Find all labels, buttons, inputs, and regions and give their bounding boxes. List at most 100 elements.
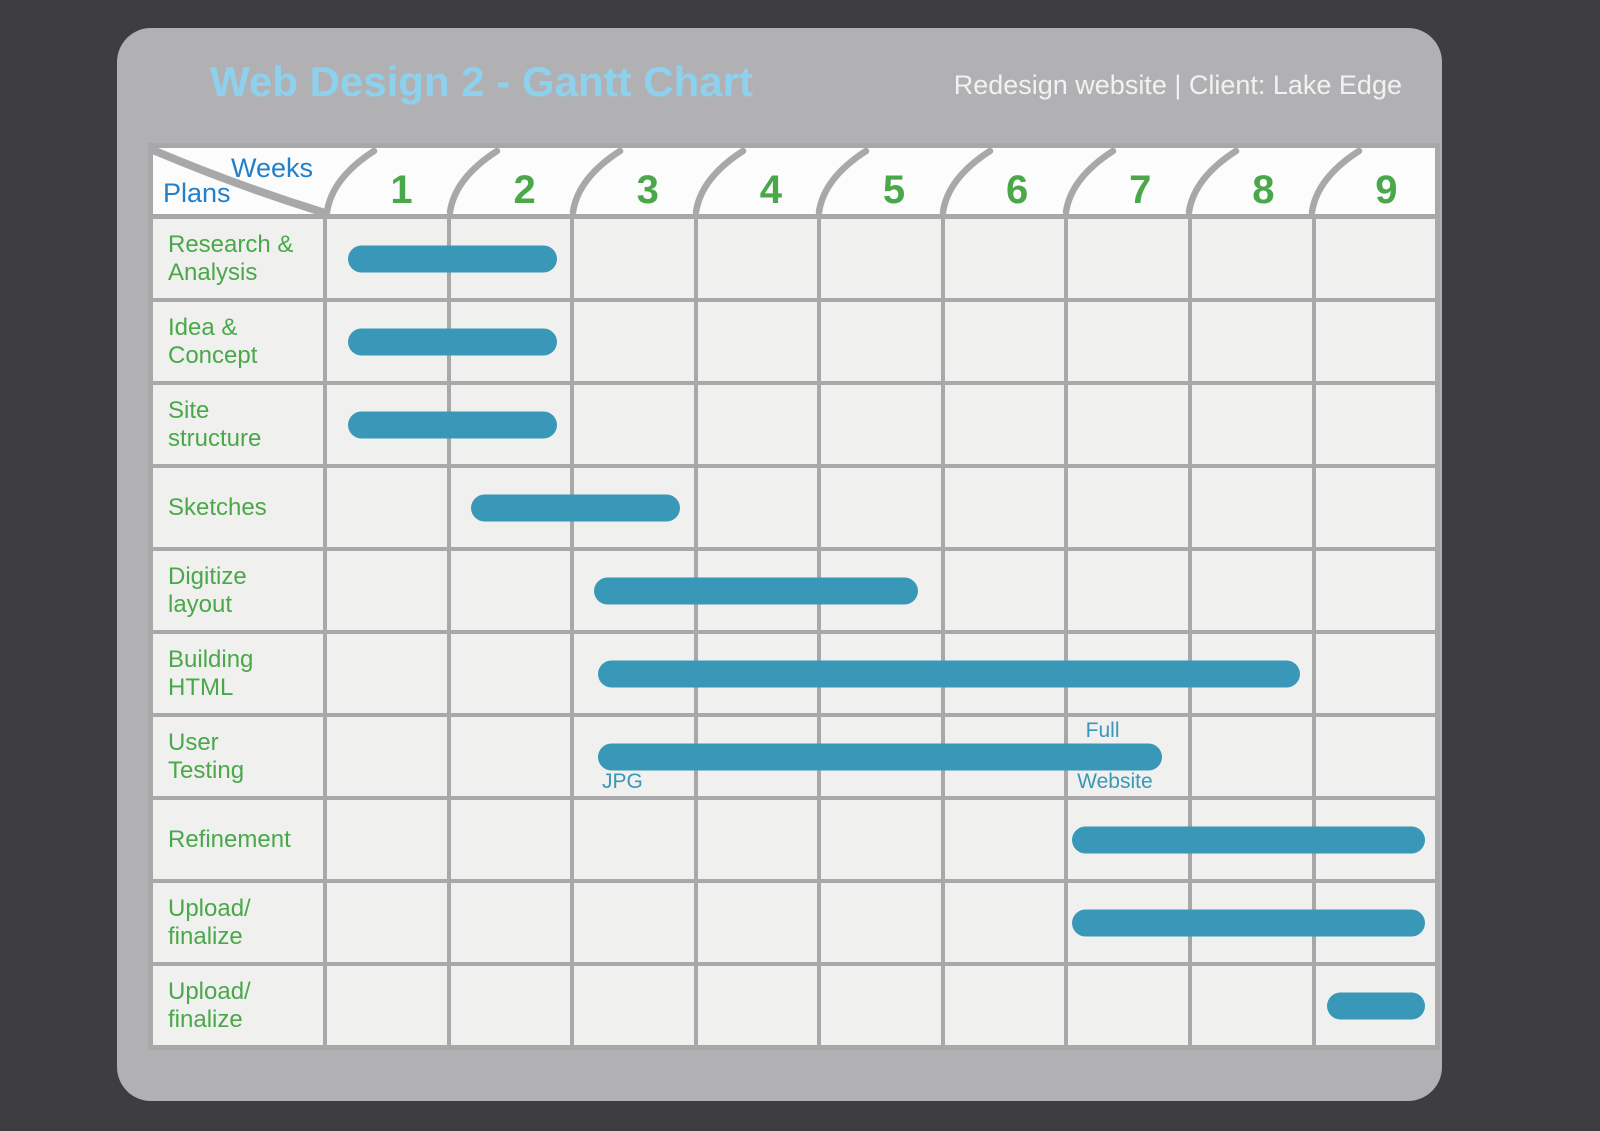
week-cell — [697, 385, 818, 464]
week-cell — [1315, 302, 1436, 381]
week-number: 3 — [636, 168, 659, 212]
week-cell — [574, 800, 694, 879]
week-cell — [1191, 717, 1312, 796]
week-header-cell: 7 — [1062, 147, 1189, 216]
week-cell — [1315, 966, 1436, 1045]
week-cell — [1191, 551, 1312, 630]
week-cell — [327, 219, 447, 298]
week-cell — [1068, 800, 1188, 879]
week-cell — [697, 219, 818, 298]
week-cell — [697, 800, 818, 879]
week-cell — [1191, 302, 1312, 381]
task-row: Idea & Concept — [153, 302, 1436, 381]
week-number: 1 — [390, 168, 413, 212]
week-cell — [1315, 634, 1436, 713]
week-cell — [944, 883, 1065, 962]
task-label: Upload/ finalize — [153, 966, 323, 1045]
week-cell — [327, 883, 447, 962]
week-cell — [574, 966, 694, 1045]
week-cell — [574, 385, 694, 464]
week-cell — [697, 468, 818, 547]
week-separator-curve — [446, 147, 501, 216]
week-cell — [821, 219, 941, 298]
week-separator-curve — [1062, 147, 1116, 216]
week-cell — [697, 717, 818, 796]
task-label: User Testing — [153, 717, 323, 796]
week-cell — [1068, 966, 1188, 1045]
corner-diagonal-divider — [153, 148, 327, 214]
week-cell — [1315, 551, 1436, 630]
week-cell — [1315, 800, 1436, 879]
week-cell — [944, 800, 1065, 879]
task-row: Digitize layout — [153, 551, 1436, 630]
task-label: Building HTML — [153, 634, 323, 713]
task-row: Sketches — [153, 468, 1436, 547]
task-label: Research & Analysis — [153, 219, 323, 298]
week-cell — [574, 302, 694, 381]
week-cell — [821, 966, 941, 1045]
chart-card: Web Design 2 - Gantt Chart Redesign webs… — [117, 28, 1442, 1101]
week-cell — [1191, 634, 1312, 713]
week-cell — [1191, 800, 1312, 879]
week-cell — [1068, 219, 1188, 298]
week-separator-curve — [1185, 147, 1240, 216]
week-cell — [821, 883, 941, 962]
week-cell — [327, 717, 447, 796]
week-cell — [1068, 551, 1188, 630]
week-cell — [450, 883, 571, 962]
week-cell — [821, 717, 941, 796]
week-cell — [944, 468, 1065, 547]
week-separator-curve — [323, 147, 378, 216]
week-cell — [450, 800, 571, 879]
task-row: Building HTML — [153, 634, 1436, 713]
corner-cell: Weeks Plans — [153, 148, 327, 214]
week-cell — [1068, 634, 1188, 713]
week-header-cell: 8 — [1185, 147, 1312, 216]
week-number: 4 — [759, 168, 782, 212]
week-cell — [574, 219, 694, 298]
week-separator-curve — [939, 147, 993, 216]
week-cell — [944, 302, 1065, 381]
week-cell — [450, 717, 571, 796]
week-cell — [1191, 385, 1312, 464]
week-cell — [821, 468, 941, 547]
task-label: Sketches — [153, 468, 323, 547]
week-cell — [450, 551, 571, 630]
week-header-cell: 5 — [816, 147, 942, 216]
week-cell — [574, 634, 694, 713]
week-cell — [327, 966, 447, 1045]
week-cell — [1191, 468, 1312, 547]
week-cell — [1068, 717, 1188, 796]
week-separator-curve — [1308, 147, 1363, 216]
week-cell — [327, 551, 447, 630]
week-cell — [574, 883, 694, 962]
week-cell — [327, 302, 447, 381]
task-label: Refinement — [153, 800, 323, 879]
week-cell — [1191, 966, 1312, 1045]
week-cell — [1315, 717, 1436, 796]
week-cell — [697, 883, 818, 962]
page-subtitle: Redesign website | Client: Lake Edge — [953, 70, 1402, 100]
week-cell — [697, 551, 818, 630]
week-cell — [821, 302, 941, 381]
week-cell — [450, 385, 571, 464]
week-cell — [1068, 302, 1188, 381]
week-cell — [821, 385, 941, 464]
task-row: Upload/ finalize — [153, 966, 1436, 1045]
week-number: 8 — [1252, 168, 1275, 212]
plans-axis-label: Plans — [163, 178, 231, 208]
week-cell — [327, 800, 447, 879]
week-cell — [574, 468, 694, 547]
week-cell — [944, 634, 1065, 713]
week-cell — [450, 966, 571, 1045]
week-number: 9 — [1375, 168, 1398, 212]
week-cell — [327, 634, 447, 713]
week-cell — [574, 551, 694, 630]
week-cell — [1068, 468, 1188, 547]
week-separator-curve — [693, 147, 747, 216]
